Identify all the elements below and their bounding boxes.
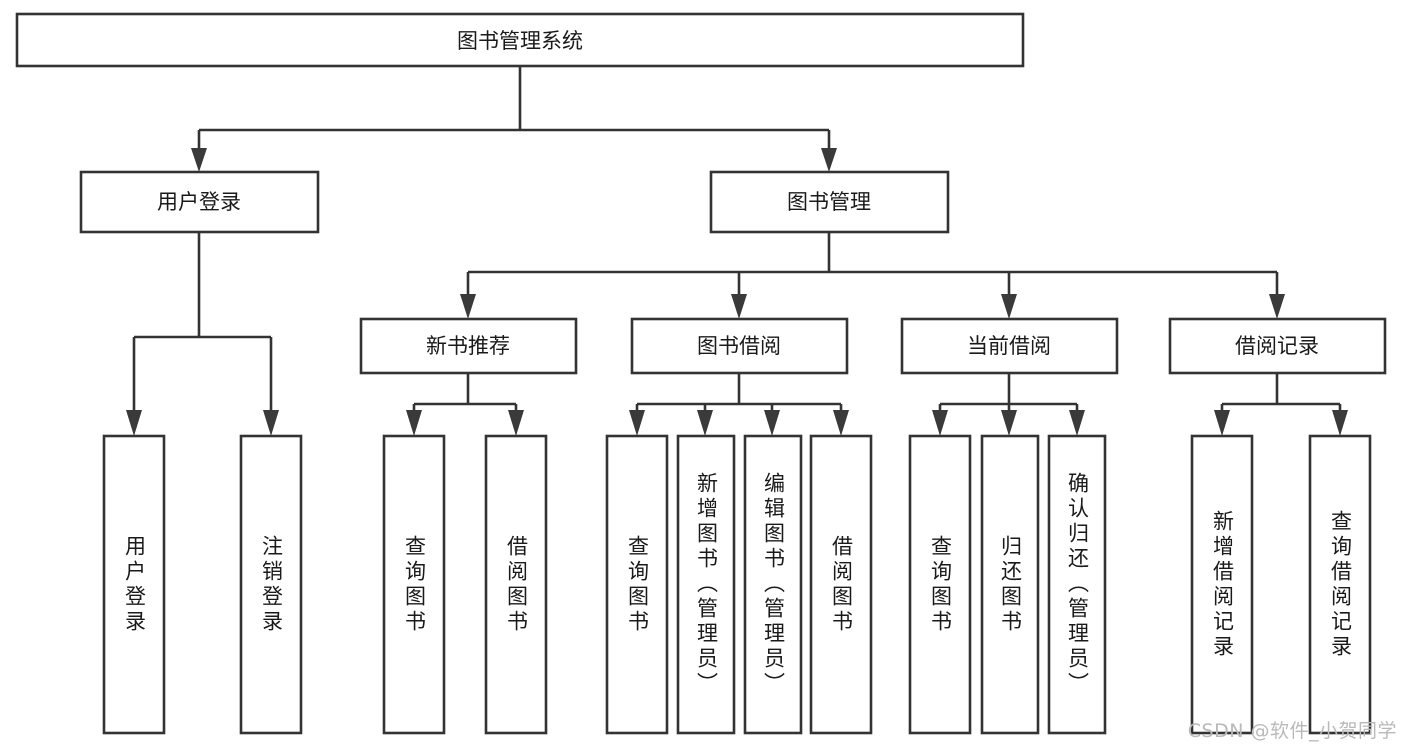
arrow-to-book-borrow-icon bbox=[731, 294, 747, 319]
node-book-borrow-label: 图书借阅 bbox=[697, 334, 781, 358]
node-book-borrow[interactable]: 图书借阅 bbox=[630, 317, 849, 375]
node-root[interactable]: 图书管理系统 bbox=[15, 12, 1025, 68]
leaf-box-1[interactable] bbox=[239, 434, 303, 735]
node-new-book-recommend-box[interactable] bbox=[359, 317, 578, 375]
arrow-to-new-book-rec-icon bbox=[460, 294, 476, 319]
leaf-box-9[interactable] bbox=[980, 434, 1040, 735]
leaf-box-2[interactable] bbox=[382, 434, 446, 735]
arrow-to-leaf-7-icon bbox=[833, 410, 849, 436]
arrow-to-current-borrow-icon bbox=[1001, 294, 1017, 319]
node-current-borrow-box[interactable] bbox=[900, 317, 1119, 375]
leaf-box-5[interactable] bbox=[676, 434, 736, 735]
node-user-login[interactable]: 用户登录 bbox=[79, 170, 320, 234]
leaf-box-10[interactable] bbox=[1047, 434, 1107, 735]
node-new-book-recommend-label: 新书推荐 bbox=[426, 334, 510, 358]
node-book-borrow-box[interactable] bbox=[630, 317, 849, 375]
connector-layer bbox=[126, 66, 1348, 436]
arrow-to-leaf-4-icon bbox=[629, 410, 645, 436]
node-new-book-recommend[interactable]: 新书推荐 bbox=[359, 317, 578, 375]
arrow-to-leaf-2-icon bbox=[406, 410, 422, 436]
node-root-box[interactable] bbox=[15, 12, 1025, 68]
leaf-box-3[interactable] bbox=[484, 434, 548, 735]
leaf-box-7[interactable] bbox=[809, 434, 873, 735]
leaf-box-layer bbox=[102, 434, 1372, 735]
node-current-borrow-label: 当前借阅 bbox=[967, 334, 1051, 358]
arrow-to-leaf-6-icon bbox=[764, 410, 780, 436]
node-book-management-box[interactable] bbox=[709, 170, 950, 234]
leaf-box-0[interactable] bbox=[102, 434, 166, 735]
leaf-box-8[interactable] bbox=[908, 434, 972, 735]
node-borrow-record[interactable]: 借阅记录 bbox=[1168, 317, 1387, 375]
leaf-box-12[interactable] bbox=[1308, 434, 1372, 735]
arrow-to-leaf-8-icon bbox=[932, 410, 948, 436]
arrow-to-leaf-9-icon bbox=[1001, 410, 1017, 436]
arrow-to-leaf-12-icon bbox=[1332, 410, 1348, 436]
arrow-root-to-user-login-icon bbox=[191, 148, 207, 172]
leaf-box-11[interactable] bbox=[1190, 434, 1254, 735]
arrow-to-borrow-record-icon bbox=[1269, 294, 1285, 319]
node-book-management[interactable]: 图书管理 bbox=[709, 170, 950, 234]
leaf-box-6[interactable] bbox=[743, 434, 803, 735]
arrow-to-leaf-3-icon bbox=[508, 410, 524, 436]
node-borrow-record-label: 借阅记录 bbox=[1235, 334, 1319, 358]
node-current-borrow[interactable]: 当前借阅 bbox=[900, 317, 1119, 375]
node-root-label: 图书管理系统 bbox=[457, 29, 583, 53]
node-book-management-label: 图书管理 bbox=[787, 190, 871, 214]
arrow-to-leaf-0-icon bbox=[126, 410, 142, 436]
leaf-box-4[interactable] bbox=[605, 434, 669, 735]
arrow-to-leaf-11-icon bbox=[1214, 410, 1230, 436]
arrow-to-leaf-5-icon bbox=[697, 410, 713, 436]
csdn-watermark: CSDN @软件_小贺同学 bbox=[1187, 720, 1397, 742]
arrow-to-leaf-10-icon bbox=[1069, 410, 1085, 436]
arrow-root-to-book-mgmt-icon bbox=[821, 148, 837, 172]
node-user-login-box[interactable] bbox=[79, 170, 320, 234]
node-borrow-record-box[interactable] bbox=[1168, 317, 1387, 375]
node-user-login-label: 用户登录 bbox=[157, 190, 241, 214]
arrow-to-leaf-1-icon bbox=[263, 410, 279, 436]
